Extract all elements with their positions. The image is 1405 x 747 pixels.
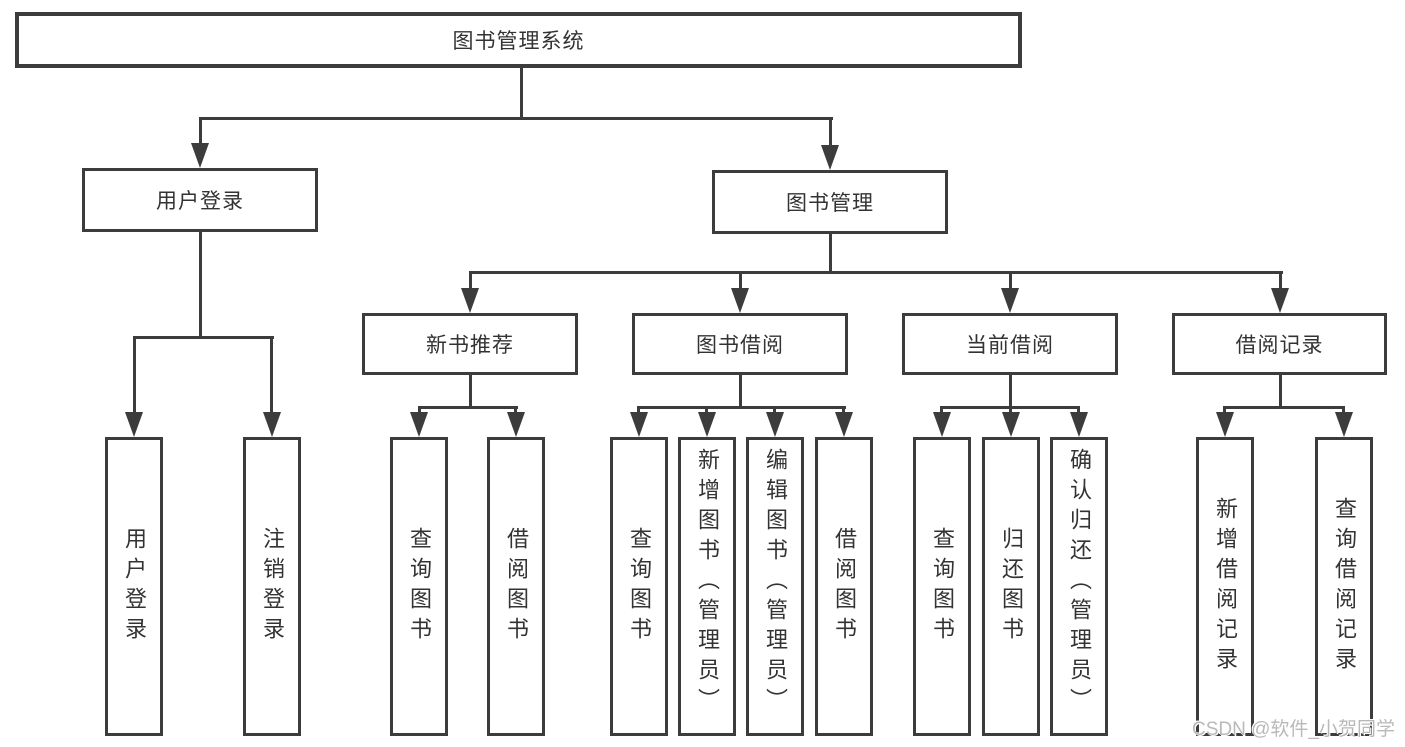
leaf-logout: 注销登录 — [243, 437, 301, 736]
node-system-root: 图书管理系统 — [15, 12, 1022, 68]
node-book-management: 图书管理 — [712, 170, 948, 234]
leaf-edit-books-admin: 编辑图书（管理员） — [746, 437, 804, 736]
leaf-add-borrow-record: 新增借阅记录 — [1196, 437, 1254, 736]
arrowhead-down-icon — [1002, 412, 1020, 437]
arrowhead-down-icon — [1070, 412, 1088, 437]
arrowhead-down-icon — [1216, 412, 1234, 437]
arrowhead-down-icon — [731, 288, 749, 313]
connector-line — [1077, 406, 1080, 414]
leaf-confirm-return-admin: 确认归还（管理员） — [1050, 437, 1108, 736]
connector-line — [469, 375, 472, 407]
connector-line — [739, 375, 742, 407]
connector-line — [133, 336, 136, 414]
connector-line — [1009, 375, 1012, 407]
connector-line — [1009, 406, 1012, 414]
connector-line — [520, 66, 523, 118]
connector-line — [1224, 406, 1345, 409]
connector-line — [514, 406, 517, 414]
connector-line — [829, 234, 832, 273]
connector-line — [418, 406, 518, 409]
connector-line — [705, 406, 708, 414]
leaf-query-books-current: 查询图书 — [913, 437, 971, 736]
node-new-book-recommend: 新书推荐 — [362, 313, 578, 375]
arrowhead-down-icon — [263, 412, 281, 437]
node-borrow-records: 借阅记录 — [1172, 313, 1387, 375]
connector-line — [739, 271, 742, 290]
leaf-borrow-books-borrowing: 借阅图书 — [815, 437, 873, 736]
node-book-borrowing: 图书借阅 — [632, 313, 848, 375]
connector-line — [1223, 406, 1226, 414]
connector-line — [1279, 271, 1282, 290]
connector-line — [199, 117, 833, 120]
arrowhead-down-icon — [835, 412, 853, 437]
arrowhead-down-icon — [125, 412, 143, 437]
arrowhead-down-icon — [933, 412, 951, 437]
arrowhead-down-icon — [630, 412, 648, 437]
connector-line — [940, 406, 943, 414]
connector-line — [199, 117, 202, 145]
connector-line — [1279, 375, 1282, 407]
connector-line — [773, 406, 776, 414]
watermark-text: CSDN @软件_小贺同学 — [1192, 719, 1395, 740]
connector-line — [829, 117, 832, 147]
connector-line — [469, 271, 472, 290]
arrowhead-down-icon — [1271, 288, 1289, 313]
leaf-return-books: 归还图书 — [982, 437, 1040, 736]
connector-line — [638, 406, 846, 409]
arrowhead-down-icon — [821, 145, 839, 170]
leaf-query-borrow-record: 查询借阅记录 — [1315, 437, 1373, 736]
arrowhead-down-icon — [1335, 412, 1353, 437]
arrowhead-down-icon — [507, 412, 525, 437]
arrowhead-down-icon — [410, 412, 428, 437]
arrowhead-down-icon — [191, 143, 209, 168]
connector-line — [842, 406, 845, 414]
connector-line — [637, 406, 640, 414]
leaf-add-books-admin: 新增图书（管理员） — [678, 437, 736, 736]
node-current-borrowing: 当前借阅 — [902, 313, 1118, 375]
arrowhead-down-icon — [766, 412, 784, 437]
connector-line — [1009, 271, 1012, 290]
leaf-query-books-recommend: 查询图书 — [390, 437, 448, 736]
connector-line — [1342, 406, 1345, 414]
connector-line — [418, 406, 421, 414]
arrowhead-down-icon — [1001, 288, 1019, 313]
leaf-user-login: 用户登录 — [105, 437, 163, 736]
arrowhead-down-icon — [698, 412, 716, 437]
connector-line — [133, 336, 274, 339]
arrowhead-down-icon — [461, 288, 479, 313]
connector-line — [270, 336, 273, 414]
leaf-borrow-books-recommend: 借阅图书 — [487, 437, 545, 736]
connector-line — [199, 232, 202, 339]
leaf-query-books-borrowing: 查询图书 — [610, 437, 668, 736]
node-user-login: 用户登录 — [82, 168, 318, 232]
connector-line — [469, 271, 1283, 274]
